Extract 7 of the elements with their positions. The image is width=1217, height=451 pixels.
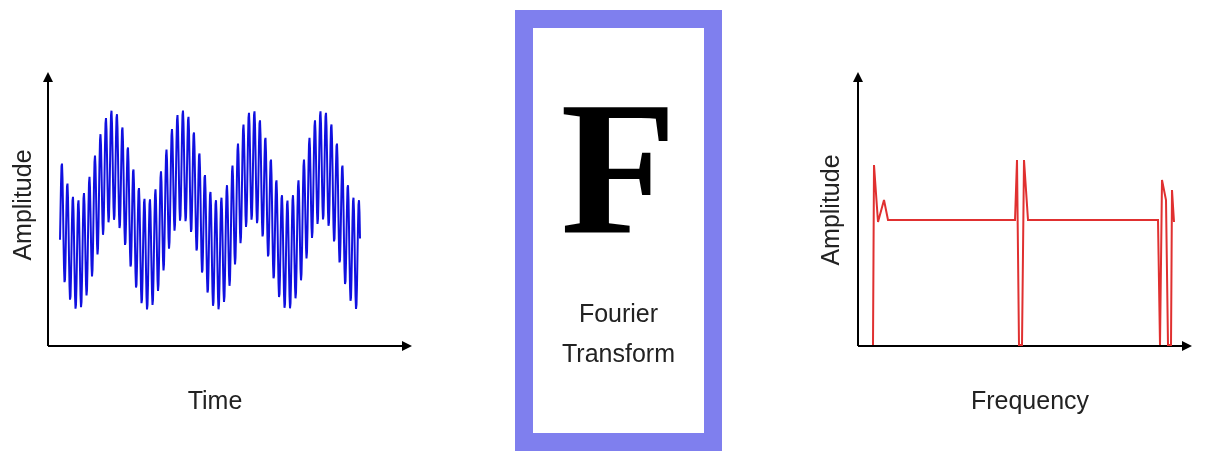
transform-box — [515, 10, 722, 451]
box-caption: Fourier Transform — [561, 298, 676, 369]
axis-label: Amplitude — [7, 149, 37, 261]
axis-label: Amplitude — [815, 154, 845, 266]
axis-title: Time — [187, 385, 243, 415]
symbol-letter: F — [560, 73, 677, 263]
axis-title: Frequency — [970, 385, 1090, 415]
